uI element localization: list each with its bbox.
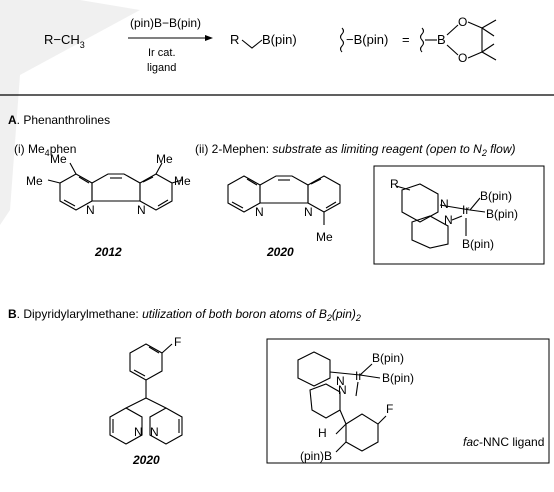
section-b-heading: B. Dipyridylarylmethane: utilization of … <box>8 307 361 323</box>
me4phen-structure: Me Me Me Me N N <box>26 152 191 217</box>
watermark-shape <box>0 0 140 225</box>
n-label: N <box>338 383 347 397</box>
product-chain <box>241 39 263 49</box>
bpin-label: B(pin) <box>372 351 404 365</box>
me-label: Me <box>50 152 67 166</box>
def-boron: B <box>437 32 446 47</box>
conditions-line1: Ir cat. <box>148 47 176 59</box>
h-label: H <box>318 426 327 440</box>
reaction-equation: R−CH3 (pin)B−B(pin) Ir cat. ligand R B(p… <box>44 15 497 74</box>
n-label: N <box>444 213 453 227</box>
complex-box-b <box>266 338 550 464</box>
def-oxygen-top: O <box>458 15 467 29</box>
bpin-label: B(pin) <box>486 207 518 221</box>
me-label: Me <box>156 152 173 166</box>
bpin-label: B(pin) <box>480 189 512 203</box>
substrate-label: R−CH3 <box>44 32 85 50</box>
ir-complex-a: R N N Ir B(pin) B(pin) B(pin) <box>390 177 518 251</box>
product-boron: B(pin) <box>262 32 297 47</box>
conditions-line2: ligand <box>147 62 176 74</box>
equals-sign: = <box>402 32 410 47</box>
item-i-label: (i) Me4phen <box>14 142 76 158</box>
me-label: Me <box>26 174 43 188</box>
bpin-label: B(pin) <box>382 371 414 385</box>
item-ii-label: (ii) 2-Mephen: substrate as limiting rea… <box>195 142 516 158</box>
def-bpin: −B(pin) <box>346 32 388 47</box>
me-label: Me <box>316 230 333 244</box>
n-label: N <box>440 197 449 211</box>
ir-label: Ir <box>355 369 362 383</box>
def-oxygen-bottom: O <box>458 51 467 65</box>
n-label: N <box>86 203 95 217</box>
reagent-label: (pin)B−B(pin) <box>130 16 201 30</box>
ir-complex-b: N N Ir B(pin) B(pin) F H (pin)B <box>297 351 414 463</box>
r-label: R <box>390 177 399 191</box>
complex-box-a <box>373 165 545 265</box>
ir-label: Ir <box>462 203 469 217</box>
year-2012: 2012 <box>94 245 122 259</box>
n-label: N <box>150 425 159 439</box>
n-label: N <box>137 203 146 217</box>
complex-b-caption: fac-NNC ligand <box>463 435 544 449</box>
n-label: N <box>255 205 264 219</box>
n-label: N <box>134 425 143 439</box>
n-label: N <box>304 205 313 219</box>
product-r: R <box>230 32 239 47</box>
mephen-structure: N N Me <box>227 175 341 244</box>
section-a-heading: A. Phenanthrolines <box>8 113 110 127</box>
year-2020-a: 2020 <box>266 245 294 259</box>
wavy-bond-2 <box>419 27 425 53</box>
bpin-label: (pin)B <box>300 449 332 463</box>
me-label: Me <box>174 174 191 188</box>
arrow-head <box>205 35 213 41</box>
wavy-bond-1 <box>339 27 345 53</box>
f-label: F <box>386 402 393 416</box>
dipyridyl-structure: F N N <box>109 335 183 445</box>
f-label: F <box>174 335 181 349</box>
bpin-label: B(pin) <box>462 237 494 251</box>
year-2020-b: 2020 <box>132 453 160 467</box>
n-label: N <box>336 374 345 388</box>
